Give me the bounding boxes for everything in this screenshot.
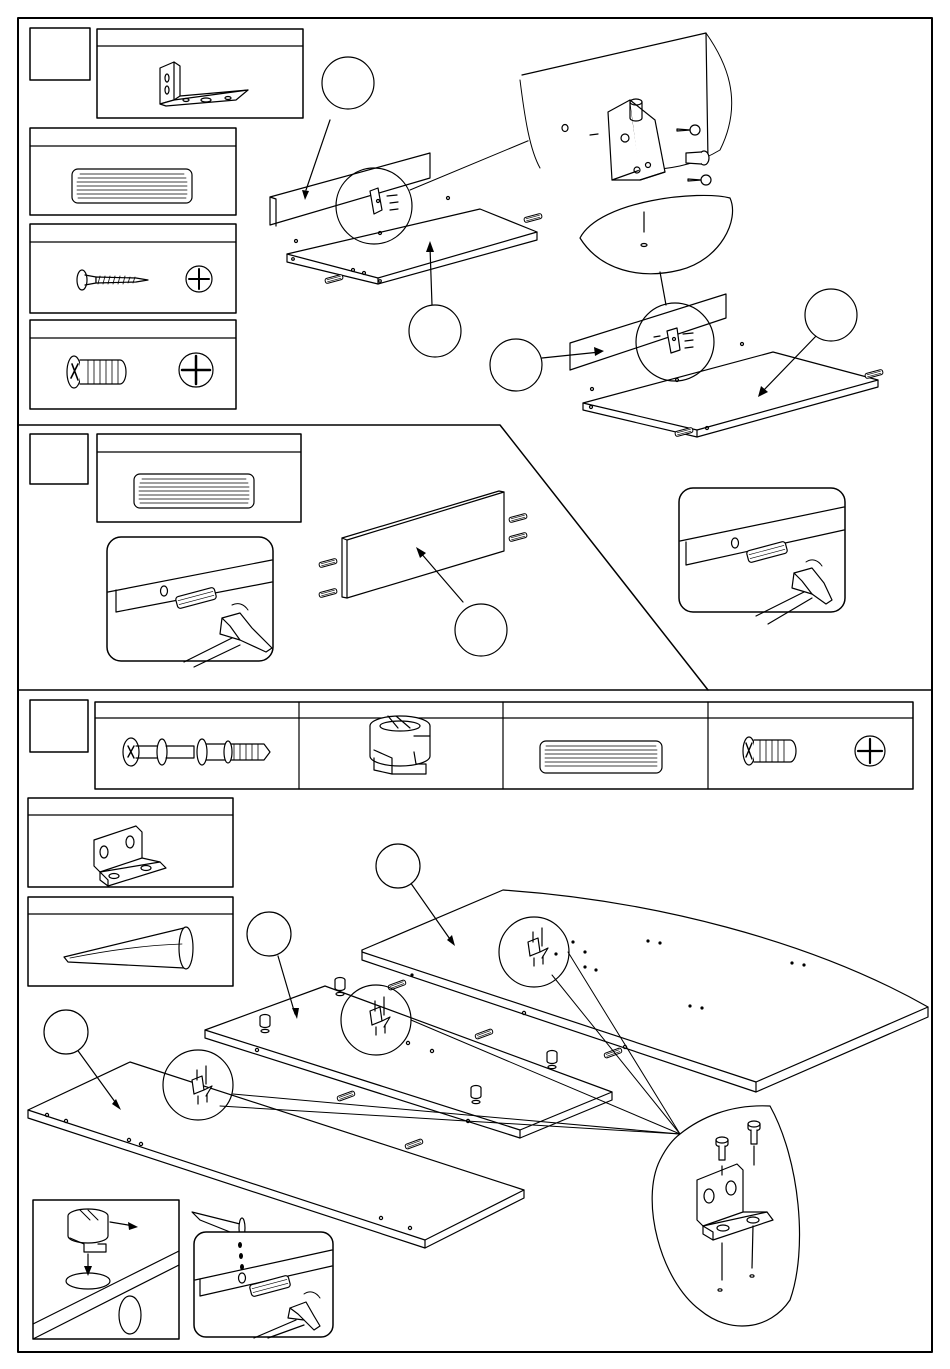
part-table-dowel	[30, 128, 236, 215]
panel-with-dowels	[319, 491, 528, 602]
glue-dowel-detail	[192, 1212, 333, 1338]
step-box-1	[30, 28, 90, 80]
part-table-short-screw	[30, 320, 236, 409]
part-table-wood-screw	[30, 224, 236, 313]
phillips-head-icon	[179, 353, 213, 387]
wood-screw-icon	[77, 270, 148, 290]
short-screw-icon	[743, 737, 796, 765]
short-screw-icon	[67, 356, 126, 388]
glue-bottle-icon	[64, 927, 193, 969]
phillips-head-icon	[186, 266, 212, 292]
cam-lock-icon	[370, 716, 430, 774]
wood-dowel-icon	[540, 741, 662, 773]
callout-circle-h	[44, 1010, 88, 1054]
part-table-dowel-2	[97, 434, 301, 522]
wood-dowel-icon	[134, 474, 254, 508]
hammer-dowel-detail-left	[107, 537, 273, 667]
callout-circle-c	[490, 339, 542, 391]
callout-circle-a	[322, 57, 374, 109]
wood-dowel-icon	[72, 169, 192, 203]
callout-circle-d	[805, 289, 857, 341]
cam-bolt-icon	[123, 738, 270, 766]
bracket-zoom-detail	[520, 33, 740, 305]
callout-circle-f	[376, 844, 420, 888]
enlarged-bracket-detail	[652, 1106, 799, 1326]
step-box-3	[30, 700, 88, 752]
callout-circle-g	[247, 912, 291, 956]
callout-circle-e	[455, 604, 507, 656]
callout-circle-b	[409, 305, 461, 357]
hammer-dowel-detail-right	[679, 488, 845, 624]
part-table-bracket	[97, 29, 303, 118]
angle-bracket-icon	[160, 62, 248, 106]
shelf-assembly-left	[270, 120, 542, 305]
flat-bracket-icon	[94, 826, 166, 886]
screw-icon	[686, 151, 709, 165]
screw-icon	[688, 175, 711, 185]
part-table-flat-bracket	[28, 798, 233, 887]
part-table-hardware-row	[95, 702, 913, 789]
step-box-2	[30, 434, 88, 484]
part-table-glue	[28, 897, 233, 986]
cam-lock-detail	[33, 1200, 179, 1339]
phillips-head-icon	[855, 736, 885, 766]
